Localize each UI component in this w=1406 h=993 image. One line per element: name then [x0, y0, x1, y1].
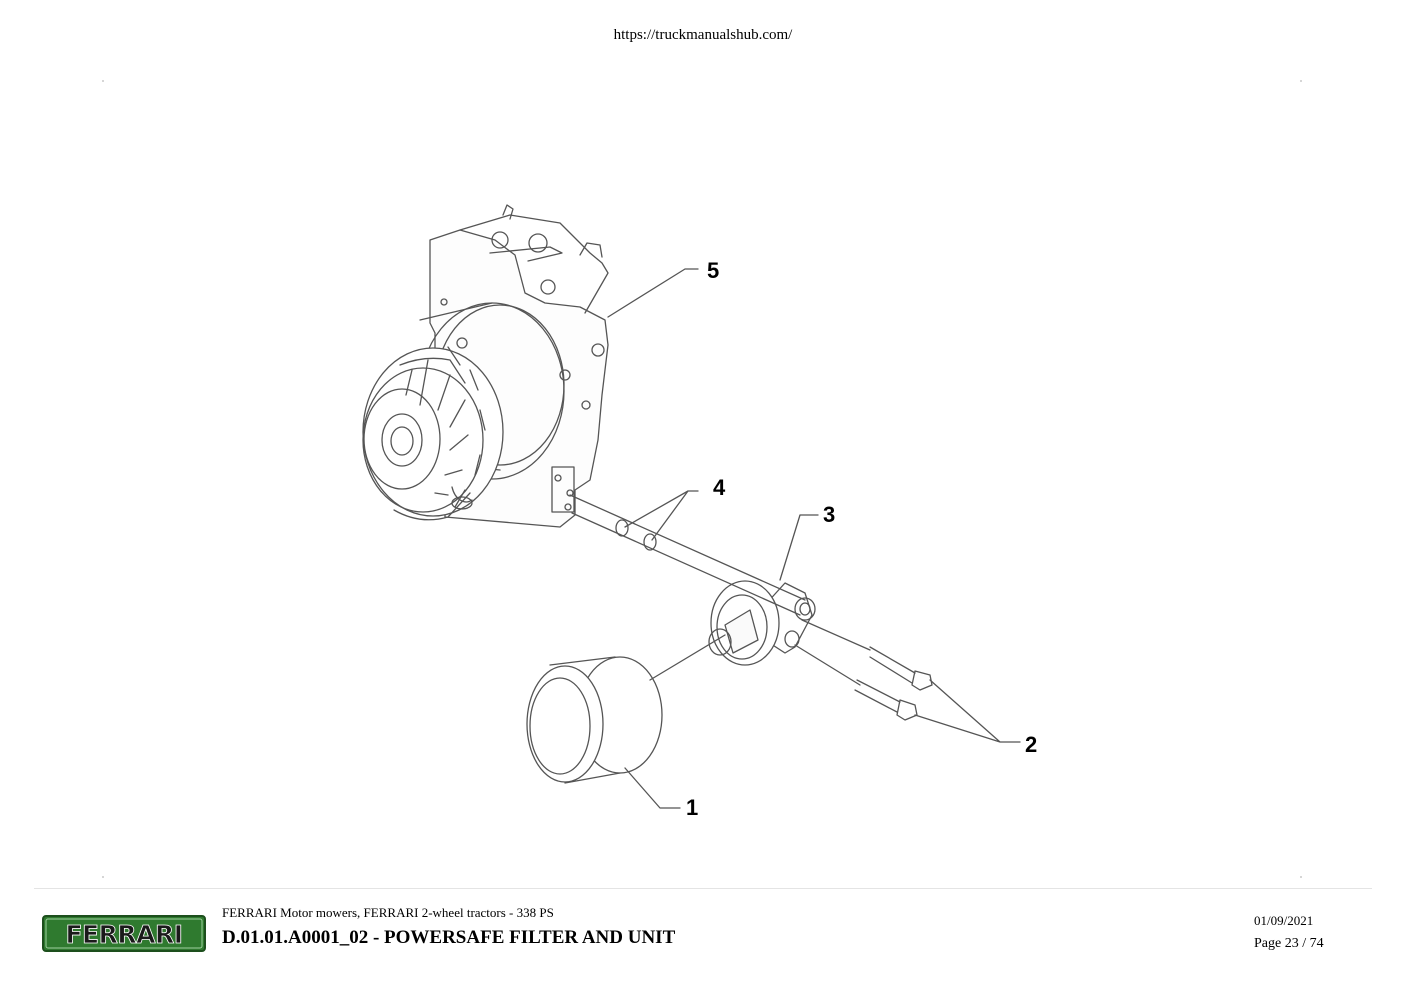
- document-title: D.01.01.A0001_02 - POWERSAFE FILTER AND …: [222, 927, 676, 948]
- callout-3: 3: [823, 502, 835, 527]
- powersafe-unit: [362, 204, 609, 528]
- page-number: Page 23 / 74: [1254, 936, 1324, 951]
- callout-5: 5: [707, 258, 719, 283]
- filter-head: [708, 580, 816, 666]
- document-subtitle: FERRARI Motor mowers, FERRARI 2-wheel tr…: [222, 905, 554, 920]
- footer-divider: [34, 888, 1372, 889]
- source-url[interactable]: https://truckmanualshub.com/: [613, 27, 793, 43]
- corner-mark: [102, 80, 104, 82]
- leader-lines: [607, 268, 1021, 809]
- bolts: [794, 619, 933, 721]
- document-date: 01/09/2021: [1254, 913, 1314, 928]
- ferrari-logo: FERRARI: [42, 915, 206, 952]
- logo-wordmark: FERRARI: [65, 920, 182, 949]
- corner-mark: [1300, 876, 1302, 878]
- o-rings: [569, 494, 806, 616]
- exploded-parts-drawing: 5 4 3 2 1: [362, 204, 1037, 820]
- corner-mark: [102, 876, 104, 878]
- oil-filter: [526, 634, 726, 784]
- callout-1: 1: [686, 795, 698, 820]
- callout-4: 4: [713, 475, 726, 500]
- callout-2: 2: [1025, 732, 1037, 757]
- corner-mark: [1300, 80, 1302, 82]
